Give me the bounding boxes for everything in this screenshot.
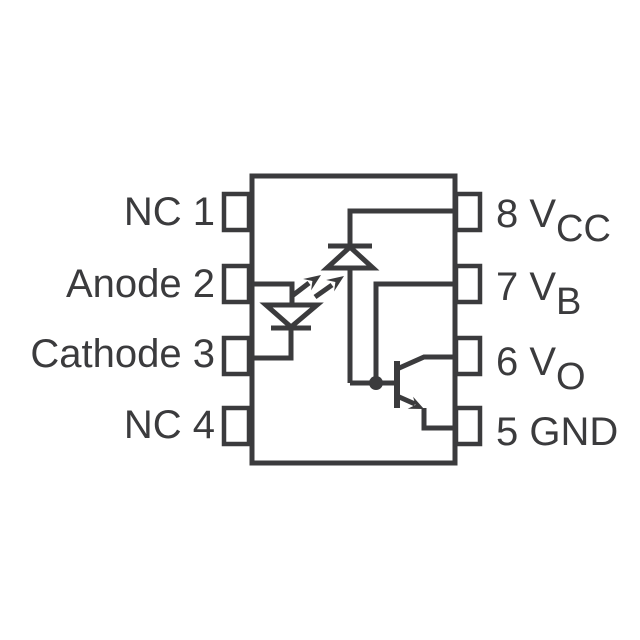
pin1-box bbox=[221, 191, 252, 233]
led-cathode-wire bbox=[252, 328, 294, 361]
pin7-box bbox=[453, 263, 483, 305]
pin1-label: NC 1 bbox=[124, 190, 215, 234]
light-arrowhead-2-icon bbox=[326, 276, 344, 292]
emitter-wire bbox=[395, 393, 417, 407]
vcc-wire bbox=[347, 208, 455, 246]
pin8-box bbox=[453, 191, 483, 233]
collector-wire bbox=[395, 354, 455, 372]
ic-body bbox=[249, 173, 458, 466]
pin2-label: Anode 2 bbox=[66, 262, 215, 306]
emitter-arrowhead-icon bbox=[407, 396, 424, 409]
pin5-label: 5 GND bbox=[496, 410, 618, 454]
pin2-box bbox=[221, 263, 252, 305]
led-anode-wire bbox=[252, 281, 295, 305]
light-arrow-tail-1 bbox=[290, 281, 311, 298]
pin-labels: NC 1 Anode 2 Cathode 3 NC 4 8 VCC 7 VB 6… bbox=[30, 190, 618, 454]
light-arrowhead-1-icon bbox=[303, 275, 321, 291]
photodiode-triangle bbox=[320, 243, 380, 271]
pin7-label: 7 VB bbox=[496, 265, 581, 323]
pin8-label: 8 VCC bbox=[496, 192, 611, 250]
solids bbox=[303, 275, 424, 409]
light-arrow-tail-2 bbox=[313, 282, 334, 300]
vb-wire bbox=[373, 281, 455, 383]
pin4-box bbox=[221, 405, 252, 447]
led-triangle bbox=[259, 302, 324, 331]
emitter-to-gnd-wire bbox=[421, 408, 455, 431]
pin6-label: 6 VO bbox=[496, 340, 586, 398]
pin3-label: Cathode 3 bbox=[30, 332, 215, 376]
linework bbox=[221, 173, 483, 466]
junction-dot bbox=[369, 376, 383, 390]
pin5-box bbox=[453, 405, 483, 447]
pin3-box bbox=[221, 335, 252, 377]
pin6-box bbox=[453, 335, 483, 377]
pin4-label: NC 4 bbox=[124, 403, 215, 447]
